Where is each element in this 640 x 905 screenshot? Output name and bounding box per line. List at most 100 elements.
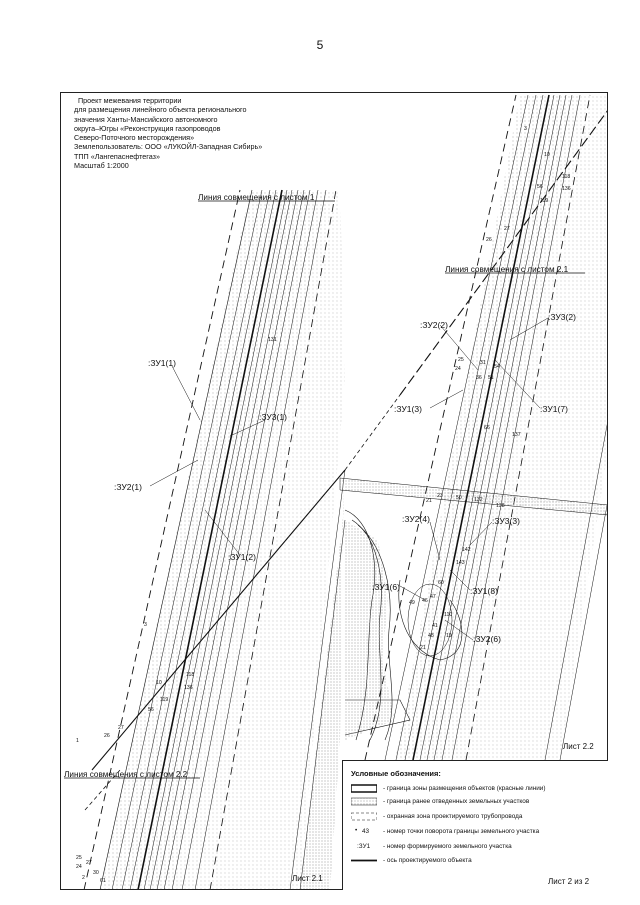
match-line-label-sheet1: Линия совмещения с листом 1: [198, 193, 315, 202]
zone-right-stipple: [395, 95, 580, 760]
legend-text: - граница зоны размещения объектов (крас…: [383, 785, 546, 792]
legend-row: - ось проектируемого объекта: [351, 855, 601, 867]
point-number: 143: [456, 560, 465, 566]
point-number: 142: [462, 547, 471, 553]
irregular-stipple: [345, 520, 395, 740]
leader-lines: [149, 317, 549, 641]
point-symbol: • 43: [355, 827, 370, 835]
point-number: 132: [474, 497, 483, 503]
point-number: 31: [480, 360, 486, 366]
point-number: 25: [458, 357, 464, 363]
point-number: 50: [456, 495, 462, 501]
parcel-label: :ЗУ1(7): [540, 404, 568, 414]
title-block: Проект межевания территории для размещен…: [74, 96, 262, 170]
match-line-label-sheet21: Линия совмещения с листом 2.1: [445, 265, 569, 274]
point-number: 10: [156, 680, 162, 686]
title-line: значения Ханты-Мансийского автономного: [74, 114, 218, 124]
point-number: 2: [82, 875, 85, 881]
point-number: 136: [184, 685, 193, 691]
title-line: Проект межевания территории: [78, 96, 182, 105]
point-number: 54: [494, 364, 500, 370]
title-line: ТПП «Лангепаснефтегаз»: [74, 151, 160, 161]
point-number: 56: [148, 707, 154, 713]
title-line: округа–Югры «Реконструкция газопроводов: [74, 123, 221, 133]
red-line-symbol: [351, 784, 377, 793]
point-number: 24: [76, 864, 82, 870]
point-number: 60: [438, 580, 444, 586]
prior-parcel-symbol: [351, 797, 377, 806]
parcel-label: :ЗУ2(1): [114, 482, 142, 492]
point-number: 24: [455, 366, 461, 372]
title-line: Масштаб 1:2000: [74, 161, 129, 171]
point-number: 118: [562, 174, 571, 180]
point-number: 3: [144, 622, 147, 628]
sheet-of-label: Лист 2 из 2: [548, 877, 590, 886]
match-line-label-sheet22: Линия совмещения с листом 2.2: [64, 770, 188, 779]
point-number: 26: [104, 733, 110, 739]
parcel-label: :ЗУ3(3): [492, 516, 520, 526]
point-number: 66: [484, 425, 490, 431]
legend-row: - охранная зона проектируемого трубопров…: [351, 811, 601, 823]
point-number: 61: [100, 878, 106, 884]
parcel-label: :ЗУ3(2): [548, 312, 576, 322]
point-number: 138: [496, 503, 505, 509]
sheet-label-2-2: Лист 2.2: [563, 742, 594, 751]
crossing-strip: [339, 477, 608, 516]
point-number: 137: [512, 432, 521, 438]
title-line: Северо-Поточного месторождения»: [74, 133, 195, 143]
legend-text: - номер формируемого земельного участка: [383, 843, 512, 850]
parcel-label: :ЗУ2(4): [402, 514, 430, 524]
point-number: 10: [544, 152, 550, 158]
point-number: 36: [476, 375, 482, 381]
point-number: 27: [86, 860, 92, 866]
legend-title: Условные обозначения:: [351, 769, 441, 778]
sample-parcel-number: :ЗУ1: [357, 843, 371, 850]
point-number: 25: [76, 855, 82, 861]
legend-row: :ЗУ1 - номер формируемого земельного уча…: [351, 841, 601, 853]
axis-symbol: [351, 859, 377, 862]
parcel-label: :ЗУ2(2): [420, 320, 448, 330]
page-number: 5: [316, 38, 324, 52]
legend-row: - граница зоны размещения объектов (крас…: [351, 783, 601, 795]
parcel-label: :ЗУ1(1): [148, 358, 176, 368]
title-line: Землепользователь: ООО «ЛУКОЙЛ-Западная …: [74, 142, 263, 152]
zone-mid-stipple: [300, 380, 345, 890]
parcel-label: :ЗУ1(3): [394, 404, 422, 414]
point-number: 19: [446, 633, 452, 639]
point-number: 46: [422, 598, 428, 604]
point-number: 27: [504, 226, 510, 232]
point-number: 3: [524, 126, 527, 132]
point-number: 48: [428, 633, 434, 639]
point-number: 30: [93, 870, 99, 876]
zone-left-stipple: [100, 190, 330, 890]
point-number: 21: [426, 498, 432, 504]
point-number: 118: [186, 672, 195, 678]
point-number: 47: [430, 594, 436, 600]
legend-text: - охранная зона проектируемого трубопров…: [383, 813, 523, 820]
map-frame: [60, 92, 608, 890]
legend-text: - номер точки поворота границы земельног…: [383, 828, 540, 835]
left-corridor-lines: [83, 189, 346, 890]
legend-row: • 43 - номер точки поворота границы земе…: [351, 826, 601, 838]
zone-left-stipple-2: [170, 190, 345, 890]
parcel-label: :ЗУ1(6): [372, 582, 400, 592]
legend-text: - ось проектируемого объекта: [383, 857, 472, 864]
point-number: 1: [76, 738, 79, 744]
match-line-strokes: [64, 109, 608, 811]
sample-point-number: 43: [362, 828, 370, 835]
point-number: 119: [160, 697, 169, 703]
point-number: 110: [444, 612, 453, 618]
point-number: 136: [562, 186, 571, 192]
legend-row: - граница ранее отведенных земельных уча…: [351, 796, 601, 808]
parcel-label: :ЗУ2(6): [473, 634, 501, 644]
parcel-label: :ЗУ3(1): [259, 412, 287, 422]
parcel-label: :ЗУ1(8): [470, 586, 498, 596]
point-number: 56: [537, 184, 543, 190]
parcel-symbol: :ЗУ1: [351, 842, 377, 851]
right-corridor-lines: [364, 94, 608, 761]
highlight-ellipse: [407, 583, 453, 657]
point-number: 119: [540, 198, 549, 204]
point-number: 26: [486, 237, 492, 243]
point-number: 21: [420, 645, 426, 651]
